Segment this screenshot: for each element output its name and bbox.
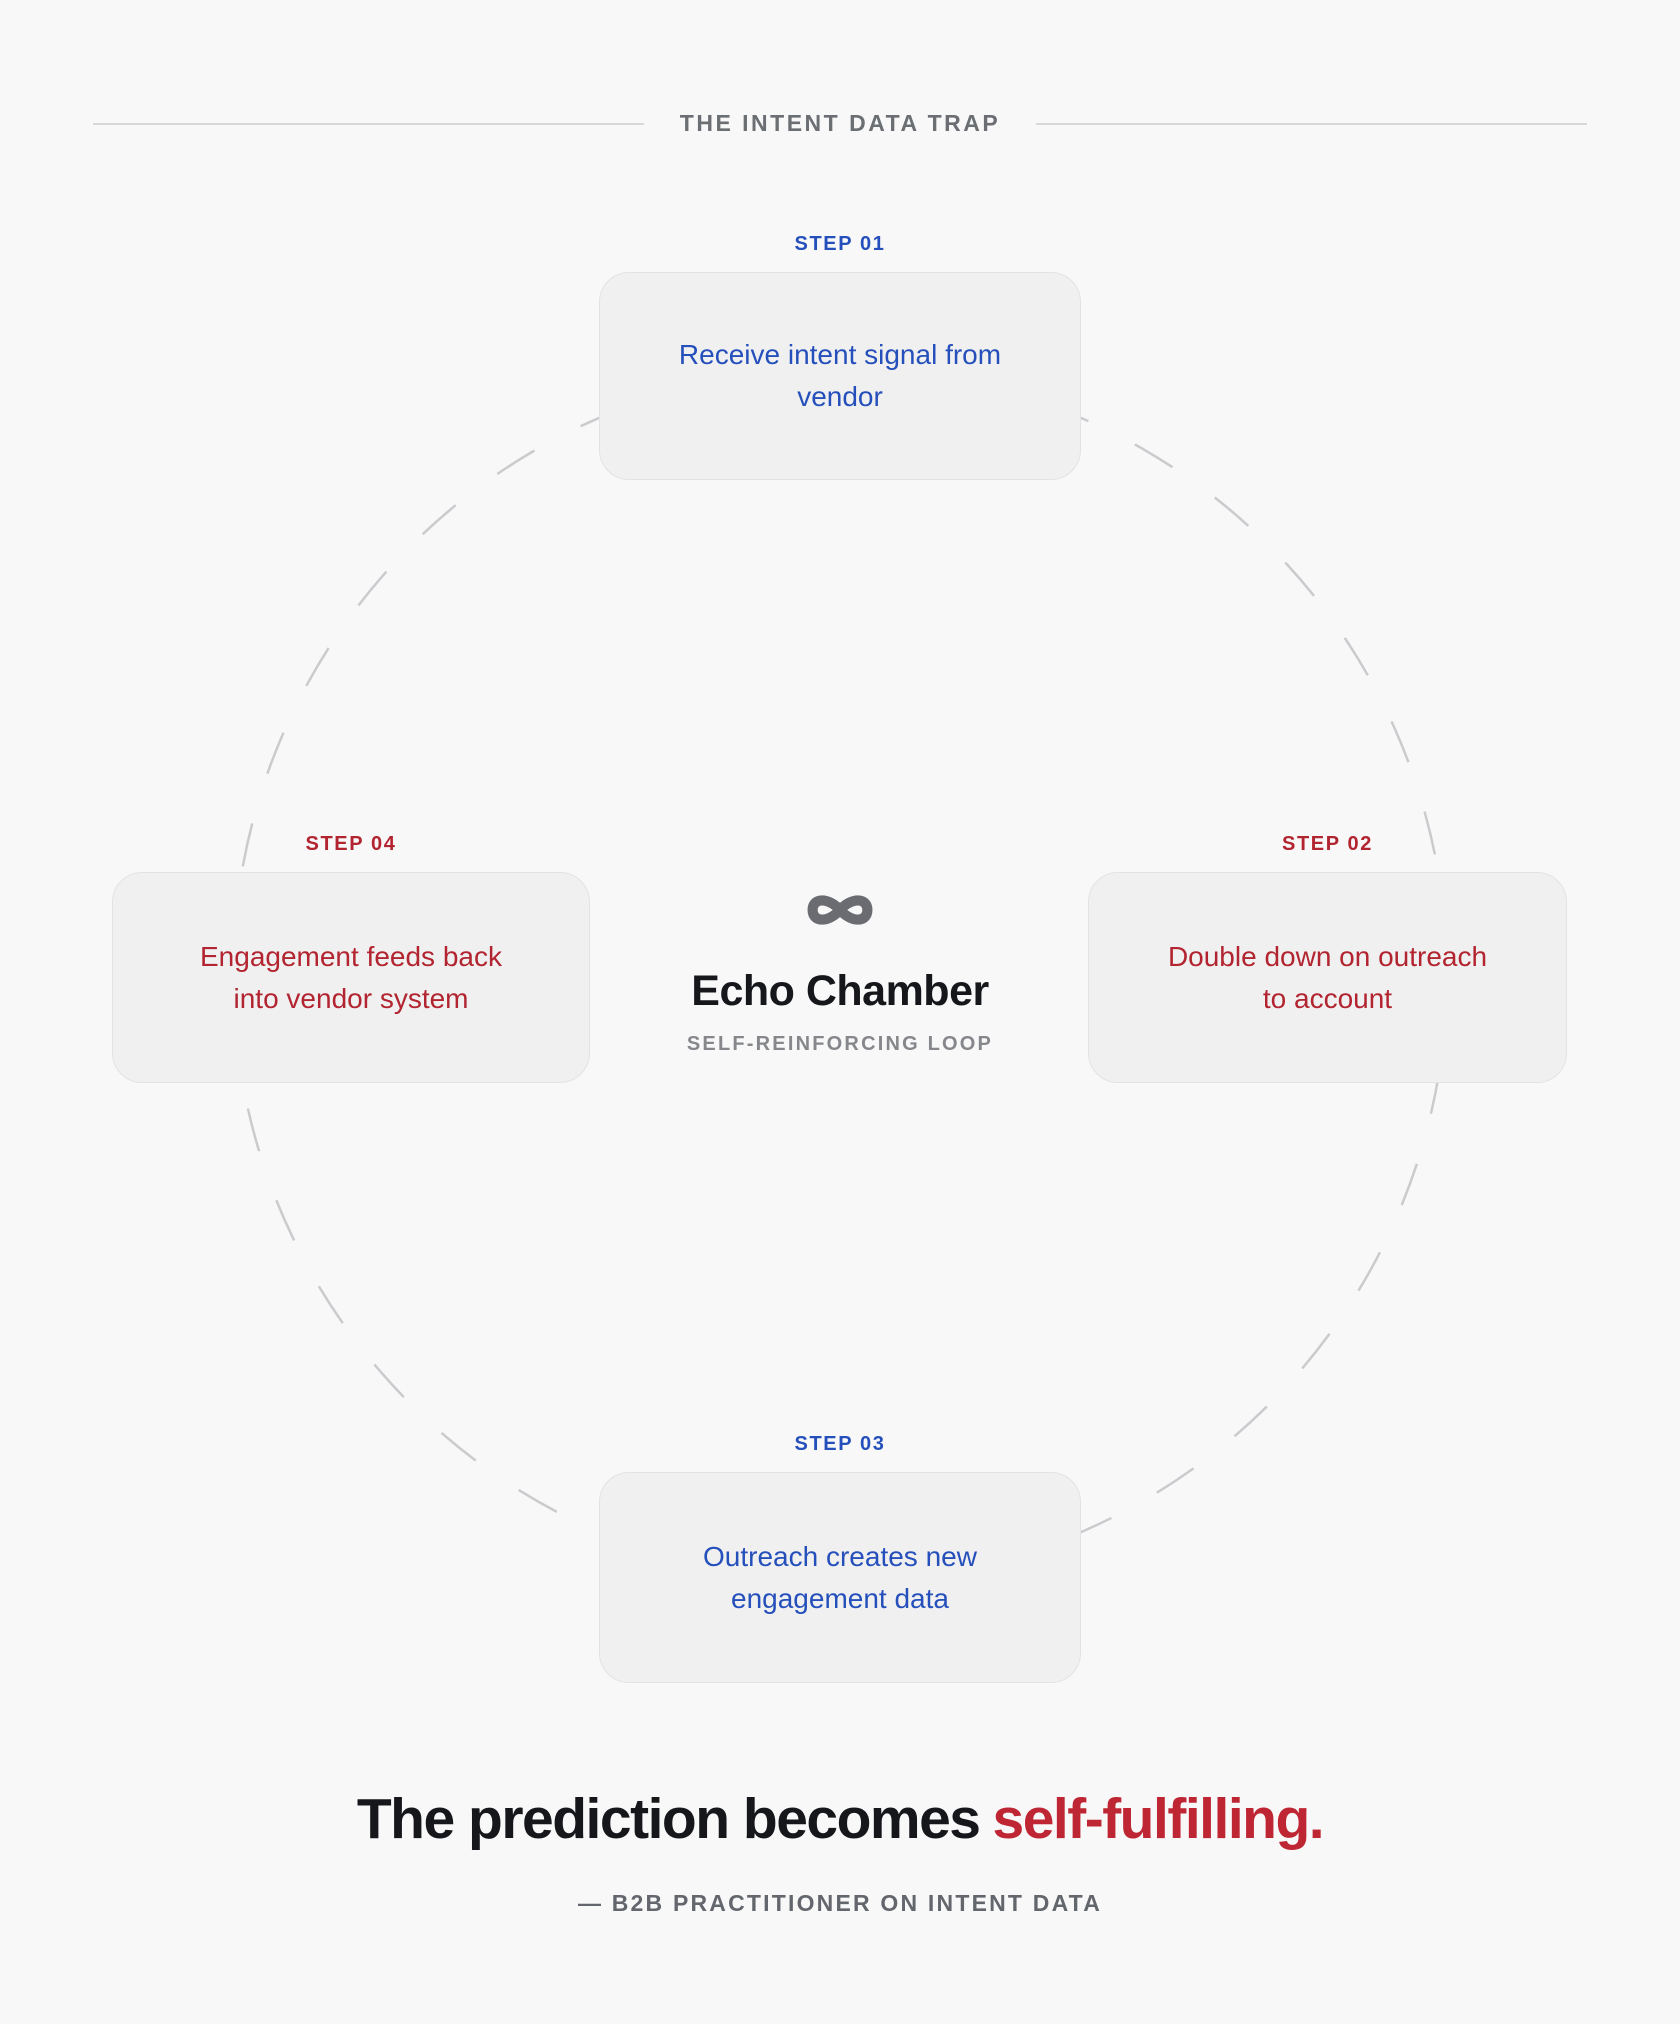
step-02-label: STEP 02	[1282, 833, 1373, 855]
step-04-text-line-1: Engagement feeds back	[200, 940, 502, 972]
infinity-icon	[807, 895, 873, 925]
step-03: STEP 03 Outreach creates new engagement …	[599, 1432, 1081, 1683]
center-title: Echo Chamber	[691, 967, 989, 1015]
header: THE INTENT DATA TRAP	[93, 110, 1588, 137]
step-03-text-line-2: engagement data	[731, 1582, 949, 1614]
center-subtitle: SELF-REINFORCING LOOP	[686, 1033, 994, 1055]
header-rule-right	[1036, 122, 1588, 125]
header-rule-left	[93, 122, 644, 125]
step-01-text-line-1: Receive intent signal from	[678, 339, 1002, 370]
step-02-text-line-2: to account	[1262, 982, 1393, 1014]
step-04: STEP 04 Engagement feeds back into vendo…	[112, 832, 590, 1083]
step-03-label: STEP 03	[794, 1433, 886, 1455]
center-hub: Echo Chamber SELF-REINFORCING LOOP	[0, 883, 1680, 1056]
step-03-text-line-1: Outreach creates new	[703, 1540, 977, 1572]
step-01: STEP 01 Receive intent signal from vendo…	[599, 232, 1081, 480]
diagram-title: THE INTENT DATA TRAP	[679, 110, 1001, 136]
step-02-text-line-1: Double down on outreach	[1167, 940, 1488, 972]
step-01-card: Receive intent signal from vendor	[599, 272, 1081, 480]
step-04-label: STEP 04	[305, 833, 397, 855]
step-02-card: Double down on outreach to account	[1088, 872, 1567, 1083]
quote-black: The prediction becomes	[356, 1787, 981, 1851]
step-03-card: Outreach creates new engagement data	[599, 1472, 1081, 1683]
quote-red: self-fulfilling.	[992, 1787, 1325, 1851]
step-04-text-line-2: into vendor system	[233, 982, 469, 1014]
step-02: STEP 02 Double down on outreach to accou…	[1088, 832, 1567, 1083]
step-04-card: Engagement feeds back into vendor system	[112, 872, 590, 1083]
step-01-label: STEP 01	[794, 233, 886, 255]
step-01-text-line-2: vendor	[797, 381, 883, 412]
quote-attribution: — B2B PRACTITIONER ON INTENT DATA	[577, 1890, 1103, 1916]
